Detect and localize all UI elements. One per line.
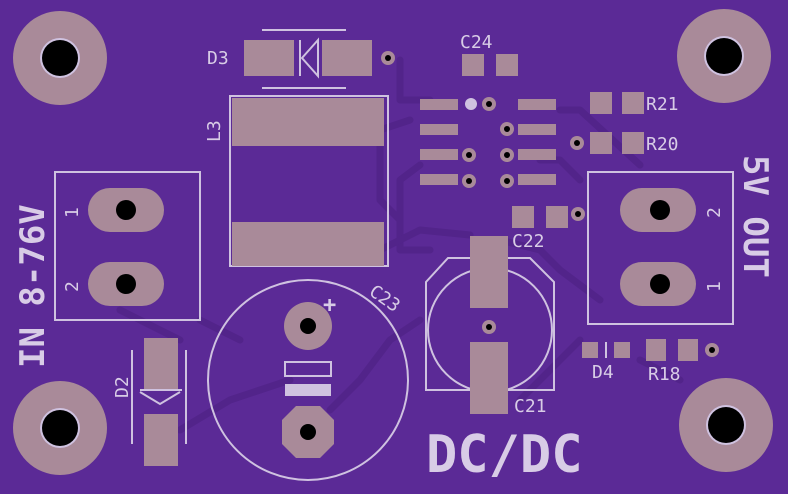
diode-d4: D4 (582, 342, 630, 383)
diode-d2: D2 (112, 338, 187, 466)
mounting-hole-top-right (677, 9, 771, 103)
board-title: DC/DC (426, 425, 583, 485)
r21-label: R21 (646, 94, 679, 115)
output-pin1-label: 1 (704, 281, 725, 292)
output-terminal-block: 2 1 (587, 171, 734, 325)
capacitor-c24: C24 (460, 32, 518, 76)
output-voltage-title: 5V OUT (735, 155, 775, 278)
resistor-r18: R18 (646, 339, 719, 385)
capacitor-c22: C22 (512, 206, 585, 252)
copper-traces (116, 56, 684, 434)
d4-label: D4 (592, 362, 614, 383)
mounting-hole-top-left (13, 11, 107, 105)
input-pin2-label: 2 (62, 281, 83, 292)
plus-marker: + (323, 293, 336, 318)
c21-label: C21 (514, 396, 547, 417)
d3-label: D3 (207, 48, 229, 69)
input-terminal-block: 1 2 (54, 171, 201, 321)
output-pin2-label: 2 (704, 207, 725, 218)
d2-label: D2 (112, 376, 133, 398)
c22-label: C22 (512, 231, 545, 252)
diode-d3: D3 (207, 29, 395, 89)
resistor-r21: R21 (590, 92, 679, 115)
r20-label: R20 (646, 134, 679, 155)
inductor-l3: L3 (204, 95, 389, 267)
l3-label: L3 (204, 120, 225, 142)
input-voltage-title: IN 8-76V (13, 204, 53, 368)
r18-label: R18 (648, 364, 681, 385)
input-pin1-label: 1 (62, 207, 83, 218)
mounting-hole-bottom-right (679, 378, 773, 472)
capacitor-c21: C21 (425, 236, 555, 417)
ic-regulator (420, 97, 556, 188)
resistor-r20: R20 (570, 132, 679, 155)
mounting-hole-bottom-left (13, 381, 107, 475)
c24-label: C24 (460, 32, 493, 53)
